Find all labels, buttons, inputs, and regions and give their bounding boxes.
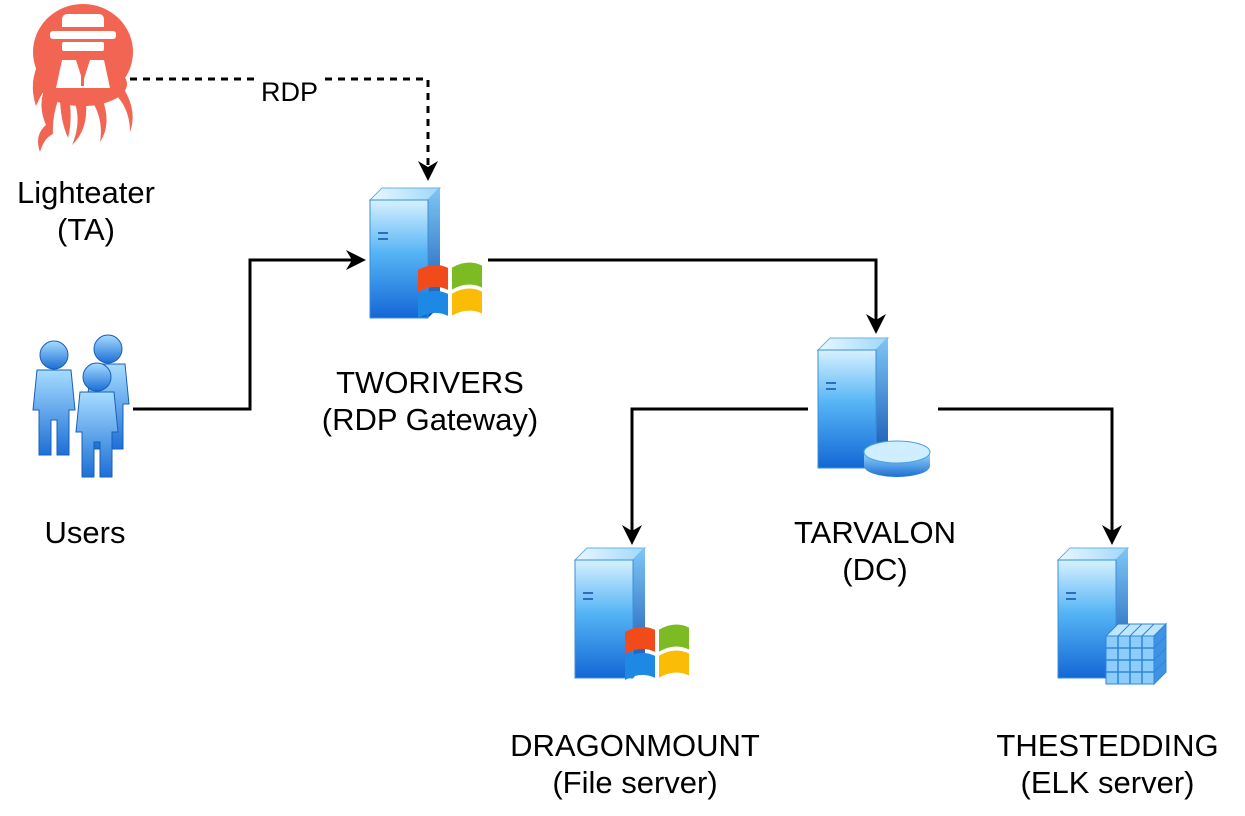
node-role: (ELK server) <box>1020 765 1195 800</box>
node-role: (RDP Gateway) <box>321 402 539 437</box>
dragonmount-server-icon <box>573 547 689 680</box>
edge-tarvalon-to-dragonmount <box>622 407 808 545</box>
node-name: TARVALON <box>794 515 956 550</box>
tarvalon-server-icon <box>816 337 931 477</box>
database-disk-icon <box>863 440 931 477</box>
users-icon <box>32 334 130 478</box>
node-label-lighteater: Lighteater (TA) <box>0 174 172 248</box>
node-role: (TA) <box>57 212 115 247</box>
thestedding-server-icon <box>1056 547 1168 686</box>
tworivers-server-icon <box>368 187 482 319</box>
grid-cube-icon <box>1104 622 1168 686</box>
node-name: Lighteater <box>17 175 155 210</box>
node-label-thestedding: THESTEDDING (ELK server) <box>970 727 1245 801</box>
node-label-tworivers: TWORIVERS (RDP Gateway) <box>280 364 580 438</box>
node-role: (DC) <box>842 552 908 587</box>
windows-logo-icon <box>418 262 482 318</box>
node-label-tarvalon: TARVALON (DC) <box>750 514 1000 588</box>
node-name: DRAGONMOUNT <box>510 728 760 763</box>
node-role: (File server) <box>552 765 718 800</box>
edge-users-to-tworivers <box>133 250 366 411</box>
node-name: THESTEDDING <box>996 728 1219 763</box>
edge-tarvalon-to-thestedding <box>938 407 1122 545</box>
edge-tworivers-to-tarvalon <box>488 258 886 334</box>
node-label-users: Users <box>15 514 155 551</box>
node-name: TWORIVERS <box>336 365 524 400</box>
threat-actor-icon <box>32 4 133 152</box>
windows-logo-icon <box>625 624 689 680</box>
node-label-dragonmount: DRAGONMOUNT (File server) <box>470 727 800 801</box>
node-name: Users <box>44 515 126 550</box>
edge-rdp-dashed <box>130 77 438 181</box>
edge-label-rdp: RDP <box>258 77 322 107</box>
